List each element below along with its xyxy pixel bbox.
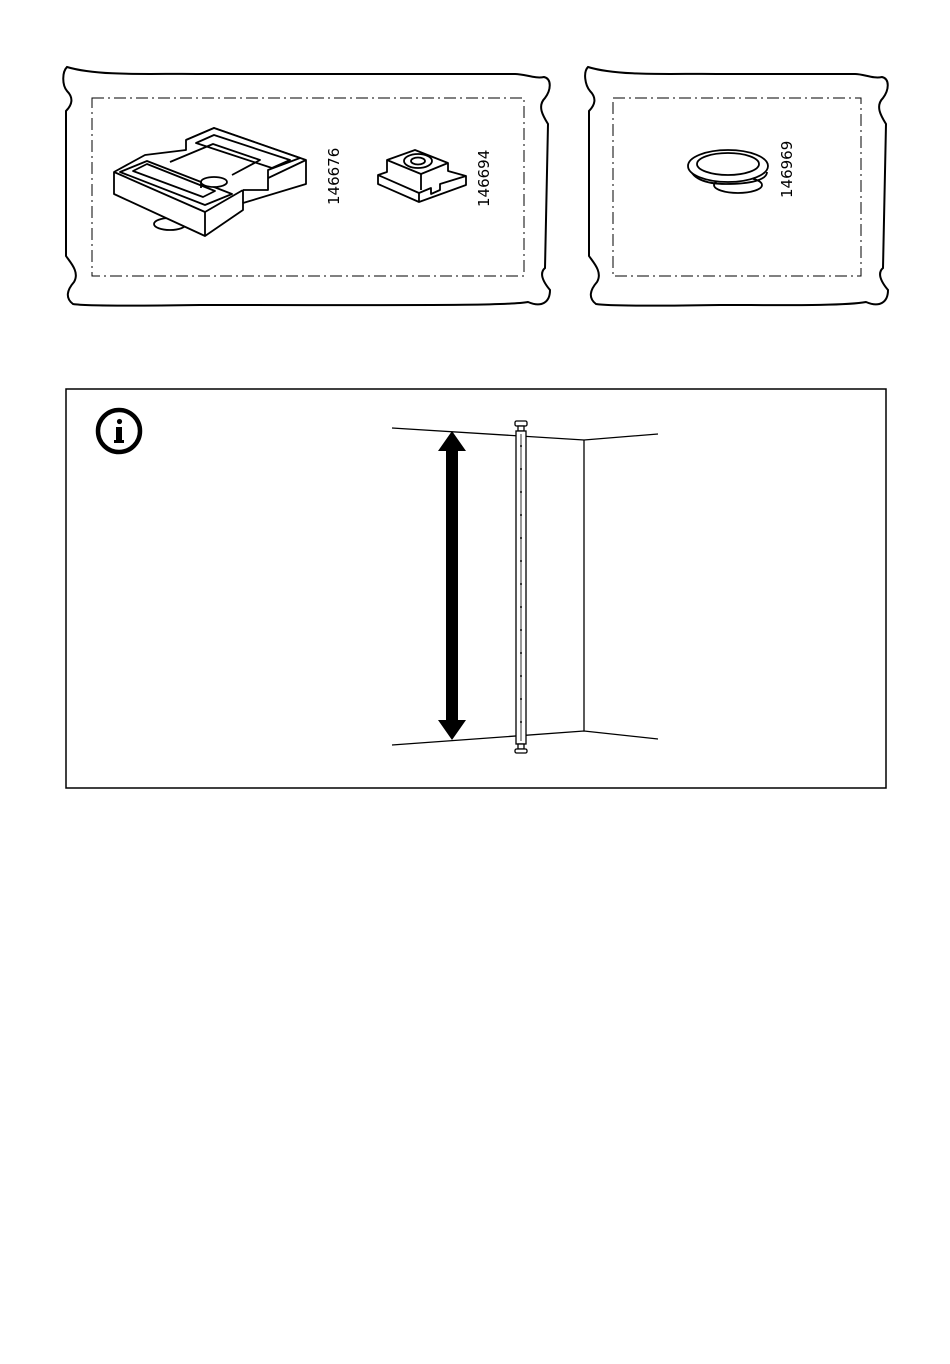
vertical-post bbox=[515, 421, 527, 753]
info-panel bbox=[66, 389, 886, 788]
info-icon bbox=[98, 410, 140, 452]
part-number-label: 146676 bbox=[325, 148, 343, 205]
info-panel-frame bbox=[66, 389, 886, 788]
part-number-label: 146969 bbox=[778, 141, 796, 198]
parts-bag-1: 146676 146694 bbox=[63, 67, 550, 306]
part-number-label: 146694 bbox=[475, 150, 493, 207]
parts-bag-2: 146969 bbox=[585, 67, 888, 306]
